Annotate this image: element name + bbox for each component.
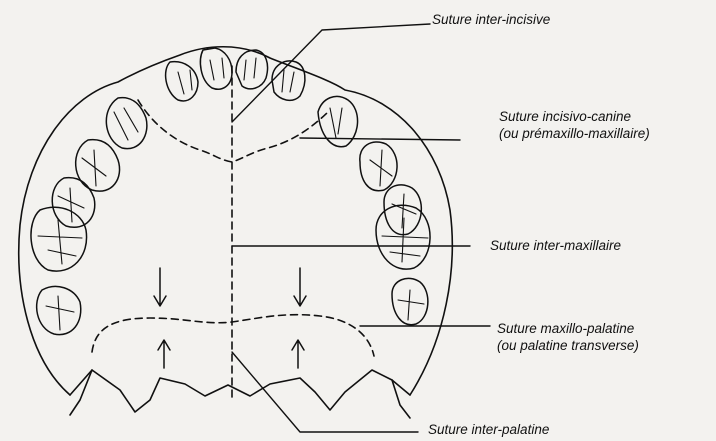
suture-maxillo-palatine <box>92 315 374 356</box>
tooth-incisor-central-right <box>236 50 268 89</box>
arrow-up-right <box>292 340 304 368</box>
leader-incisivo-canine <box>300 138 460 140</box>
suture-incisivo-canine <box>138 100 330 162</box>
tooth-incisor-lateral-right <box>272 61 305 100</box>
leader-inter-palatine <box>232 352 418 432</box>
label-suture-inter-incisive: Suture inter-incisive <box>432 11 550 28</box>
label-line-2: (ou prémaxillo-maxillaire) <box>499 125 650 142</box>
arrow-up-left <box>158 340 170 368</box>
leader-inter-incisive <box>232 24 430 122</box>
label-text: Suture inter-palatine <box>428 421 549 438</box>
label-suture-inter-maxillaire: Suture inter-maxillaire <box>490 237 621 254</box>
label-line-1: Suture maxillo-palatine <box>497 320 639 337</box>
posterior-border <box>70 370 410 412</box>
label-line-1: Suture incisivo-canine <box>499 108 650 125</box>
label-line-2: (ou palatine transverse) <box>497 337 639 354</box>
label-text: Suture inter-incisive <box>432 11 550 28</box>
tooth-incisor-lateral-left <box>166 62 198 101</box>
tooth-premolar-2-left <box>52 178 95 228</box>
tooth-molar-1-left <box>31 207 87 271</box>
label-text: Suture inter-maxillaire <box>490 237 621 254</box>
teeth <box>31 48 430 335</box>
label-suture-incisivo-canine: Suture incisivo-canine (ou prémaxillo-ma… <box>499 108 650 142</box>
arrows <box>154 268 306 368</box>
pterygoid-hook-left <box>70 370 92 415</box>
tooth-incisor-central-left <box>200 48 232 89</box>
tooth-premolar-1-left <box>76 140 120 192</box>
label-suture-inter-palatine: Suture inter-palatine <box>428 421 549 438</box>
label-suture-maxillo-palatine: Suture maxillo-palatine (ou palatine tra… <box>497 320 639 354</box>
tooth-fissures <box>38 58 428 330</box>
pterygoid-hook-right <box>392 380 410 418</box>
arrow-down-right <box>294 268 306 306</box>
arrow-down-left <box>154 268 166 306</box>
